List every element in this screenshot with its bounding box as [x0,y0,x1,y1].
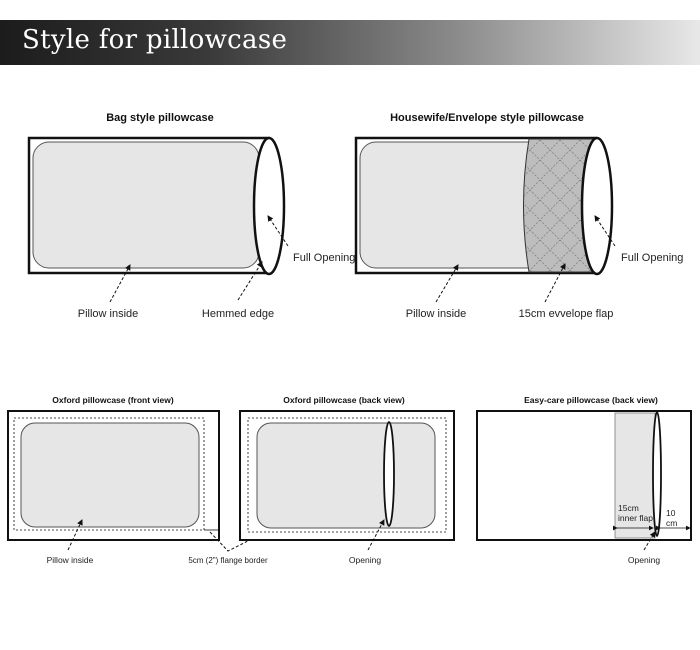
oxford-front-pillow-inside [20,422,200,528]
oxford-flange-pointer [209,531,257,552]
header-banner: Style for pillowcase [0,20,700,65]
easycare-opening-pointer [643,531,656,551]
easycare-opening-label: Opening [628,555,660,565]
easycare-flap-label-2: inner flap [618,513,653,523]
housewife-pillow-pointer [435,264,459,303]
bag-pillow-label: Pillow inside [78,308,139,320]
housewife-opening-label: Full Opening [621,252,683,264]
bag-opening-label: Full Opening [293,252,355,264]
housewife-opening-ellipse [580,136,614,276]
bag-style-group: Bag style pillowcase Pillow inside Hemme… [27,112,355,320]
easycare-width-label-2: cm [666,518,677,528]
housewife-flap-label: 15cm evvelope flap [519,308,614,320]
oxford-front-flange-line [13,417,205,531]
oxford-back-opening-label: Opening [349,555,381,565]
easycare-title: Easy-care pillowcase (back view) [524,395,658,405]
bag-edge-label: Hemmed edge [202,308,274,320]
oxford-front-group: Oxford pillowcase (front view) Pillow in… [7,395,268,565]
easycare-flap-label-1: 15cm [618,503,639,513]
housewife-flap-pointer [544,263,566,303]
housewife-envelope-flap [523,138,597,273]
oxford-back-pillow-inside [256,422,436,529]
oxford-back-group: Oxford pillowcase (back view) Opening [239,395,455,565]
housewife-style-title: Housewife/Envelope style pillowcase [390,112,584,124]
housewife-style-group: Housewife/Envelope style pillowcase Pill… [354,112,683,320]
bag-opening-ellipse [252,136,286,276]
easycare-opening-ellipse [652,411,662,537]
housewife-pillow-label: Pillow inside [406,308,467,320]
housewife-opening-pointer [594,215,616,247]
oxford-back-title: Oxford pillowcase (back view) [283,395,405,405]
easycare-width-label-1: 10 [666,508,676,518]
oxford-front-title: Oxford pillowcase (front view) [52,395,174,405]
oxford-flange-label: 5cm (2") flange border [188,556,268,565]
oxford-front-pillow-label: Pillow inside [47,555,94,565]
oxford-back-opening-ellipse [383,421,395,527]
bag-pillow-pointer [109,264,131,303]
oxford-back-opening-pointer [367,519,385,551]
bag-pillow-inside [32,141,260,269]
page-title: Style for pillowcase [22,25,288,55]
bag-edge-pointer [237,261,263,301]
bag-opening-pointer [267,215,289,247]
bag-style-title: Bag style pillowcase [106,112,214,124]
oxford-front-pillow-pointer [67,519,83,551]
easycare-group: Easy-care pillowcase (back view) 15cm in… [476,395,692,565]
